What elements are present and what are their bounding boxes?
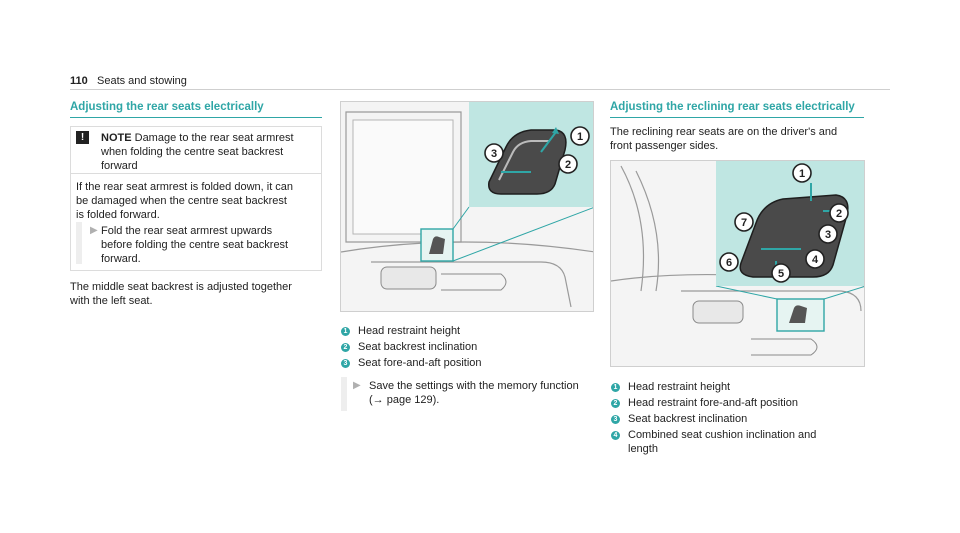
legend-badge-3: 3 (341, 359, 350, 368)
note-separator (70, 173, 322, 174)
figure2-callout-5: 5 (771, 263, 791, 288)
action-line-3: forward. (101, 253, 141, 265)
action-bar-2 (341, 377, 347, 411)
legend2-item-2: Head restraint fore-and-aft position (628, 397, 798, 409)
legend-item-3: Seat fore-and-aft position (358, 357, 482, 369)
svg-text:1: 1 (799, 168, 805, 180)
page-number: 110 (70, 75, 88, 87)
save-line-1: Save the settings with the memory functi… (369, 380, 579, 392)
warn-line-2: be damaged when the centre seat backrest (76, 195, 287, 207)
legend2-item-1: Head restraint height (628, 381, 731, 393)
legend2-badge-4: 4 (611, 431, 620, 440)
legend2-badge-1: 1 (611, 383, 620, 392)
svg-text:6: 6 (726, 257, 732, 269)
figure-rear-door-seat-controls (340, 101, 594, 312)
legend2-item-4: Combined seat cushion inclination and (628, 429, 817, 441)
svg-text:4: 4 (812, 254, 819, 266)
door-illustration (341, 102, 593, 311)
svg-text:5: 5 (778, 268, 784, 280)
figure1-callout-3: 3 (484, 143, 504, 168)
svg-text:2: 2 (836, 208, 842, 220)
note-label: NOTE (101, 132, 132, 144)
legend2-badge-2: 2 (611, 399, 620, 408)
note-warning-text: If the rear seat armrest is folded down,… (76, 180, 316, 222)
save-settings-text: Save the settings with the memory functi… (369, 379, 599, 407)
warn-line-1: If the rear seat armrest is folded down,… (76, 181, 294, 193)
action-arrow-icon: ▶ (90, 225, 98, 236)
legend2-item-4-cont: length (628, 443, 658, 455)
para-line-1: The middle seat backrest is adjusted tog… (70, 281, 292, 293)
legend-badge-2: 2 (341, 343, 350, 352)
intro-line-1: The reclining rear seats are on the driv… (610, 126, 838, 138)
intro-line-2: front passenger sides. (610, 140, 719, 152)
legend-item-2: Seat backrest inclination (358, 341, 478, 353)
intro-text: The reclining rear seats are on the driv… (610, 125, 870, 153)
figure2-callout-7: 7 (734, 212, 754, 237)
legend-badge-1: 1 (341, 327, 350, 336)
section-title-reclining-seats: Adjusting the reclining rear seats elect… (610, 101, 855, 113)
action-arrow-icon-2: ▶ (353, 380, 361, 391)
action-line-2: before folding the centre seat backrest (101, 239, 289, 251)
figure2-callout-4: 4 (805, 249, 825, 274)
note-line-1: Damage to the rear seat armrest (134, 132, 294, 144)
note-line-3: forward (101, 160, 138, 172)
note-action-text: Fold the rear seat armrest upwards befor… (101, 224, 316, 266)
svg-text:3: 3 (491, 148, 497, 160)
section-title-rule (70, 117, 322, 118)
legend2-item-3: Seat backrest inclination (628, 413, 748, 425)
legend2-badge-3: 3 (611, 415, 620, 424)
note-box (70, 126, 322, 271)
svg-text:1: 1 (577, 131, 583, 143)
figure2-callout-3: 3 (818, 224, 838, 249)
legend-item-1: Head restraint height (358, 325, 461, 337)
paragraph-middle-seat: The middle seat backrest is adjusted tog… (70, 280, 325, 308)
figure2-callout-2: 2 (829, 203, 849, 228)
page-reference-link[interactable]: (→ page 129). (369, 394, 440, 406)
page-header-title: Seats and stowing (97, 75, 187, 87)
para-line-2: with the left seat. (70, 295, 153, 307)
section-title-rear-seats: Adjusting the rear seats electrically (70, 101, 264, 113)
svg-text:3: 3 (825, 229, 831, 241)
action-bar (76, 222, 82, 264)
note-heading: NOTE Damage to the rear seat armrest whe… (101, 131, 316, 173)
warning-icon: ! (76, 131, 89, 144)
svg-text:2: 2 (565, 159, 571, 171)
svg-text:7: 7 (741, 217, 747, 229)
header-rule (70, 89, 890, 90)
figure2-callout-1: 1 (792, 163, 812, 188)
action-line-1: Fold the rear seat armrest upwards (101, 225, 273, 237)
figure2-callout-6: 6 (719, 252, 739, 277)
figure1-callout-1: 1 (570, 126, 590, 151)
section-title-rule-2 (610, 117, 864, 118)
note-line-2: when folding the centre seat backrest (101, 146, 284, 158)
figure1-callout-2: 2 (558, 154, 578, 179)
warn-line-3: is folded forward. (76, 209, 160, 221)
